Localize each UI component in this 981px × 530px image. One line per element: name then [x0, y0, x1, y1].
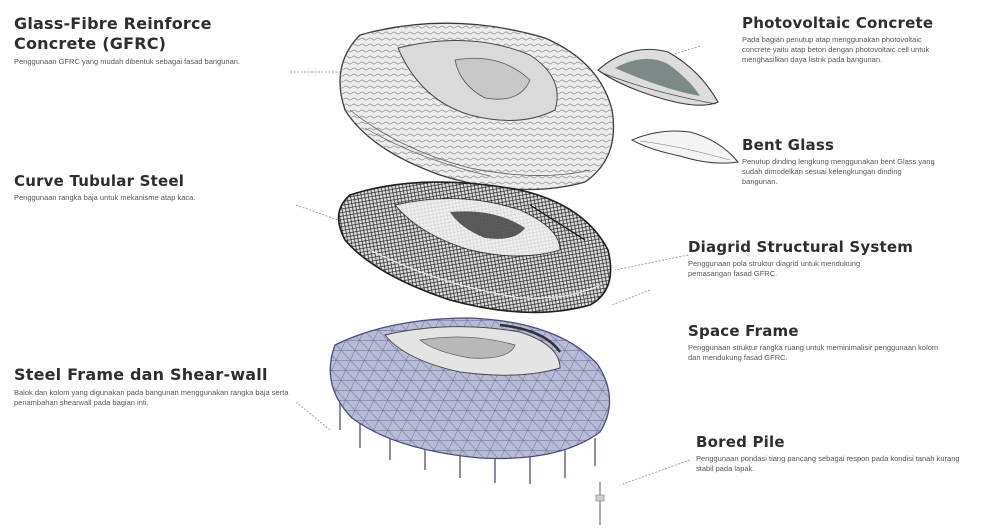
- label-space-frame-desc: Penggunaan struktur rangka ruang untuk m…: [688, 343, 948, 363]
- label-bored-pile-title: Bored Pile: [696, 433, 966, 451]
- diagrid-mesh-layer: [339, 182, 611, 312]
- bored-pile: [596, 482, 604, 525]
- label-space-frame-title: Space Frame: [688, 322, 958, 340]
- label-bent-glass-desc: Penutup dinding lengkung menggunakan ben…: [742, 157, 937, 187]
- label-bored-pile: Bored Pile Penggunaan pondasi tiang panc…: [696, 433, 966, 474]
- label-photovoltaic-title: Photovoltaic Concrete: [742, 14, 972, 32]
- label-gfrc: Glass-Fibre Reinforce Concrete (GFRC) Pe…: [14, 14, 284, 67]
- label-curve-tubular-desc: Penggunaan rangka baja untuk mekanisme a…: [14, 193, 284, 203]
- gfrc-shell: [340, 23, 613, 189]
- label-space-frame: Space Frame Penggunaan struktur rangka r…: [688, 322, 958, 363]
- label-bent-glass: Bent Glass Penutup dinding lengkung meng…: [742, 136, 942, 187]
- label-curve-tubular-title: Curve Tubular Steel: [14, 172, 294, 190]
- label-steel-frame-title: Steel Frame dan Shear-wall: [14, 365, 324, 385]
- label-diagrid-title: Diagrid Structural System: [688, 238, 973, 256]
- label-bent-glass-title: Bent Glass: [742, 136, 942, 154]
- label-gfrc-title: Glass-Fibre Reinforce Concrete (GFRC): [14, 14, 284, 54]
- photovoltaic-roof-piece: [598, 49, 718, 105]
- label-diagrid: Diagrid Structural System Penggunaan pol…: [688, 238, 973, 279]
- label-diagrid-desc: Penggunaan pola struktur diagrid untuk m…: [688, 259, 903, 279]
- label-photovoltaic-desc: Pada bagian penutup atap menggunakan pho…: [742, 35, 942, 65]
- label-steel-frame: Steel Frame dan Shear-wall Balok dan kol…: [14, 365, 324, 408]
- label-steel-frame-desc: Balok dan kolom yang digunakan pada bang…: [14, 388, 314, 408]
- label-bored-pile-desc: Penggunaan pondasi tiang pancang sebagai…: [696, 454, 961, 474]
- steel-frame-base: [330, 318, 609, 484]
- label-photovoltaic: Photovoltaic Concrete Pada bagian penutu…: [742, 14, 972, 65]
- bent-glass-piece: [632, 131, 738, 163]
- label-curve-tubular: Curve Tubular Steel Penggunaan rangka ba…: [14, 172, 294, 203]
- label-gfrc-desc: Penggunaan GFRC yang mudah dibentuk seba…: [14, 57, 264, 67]
